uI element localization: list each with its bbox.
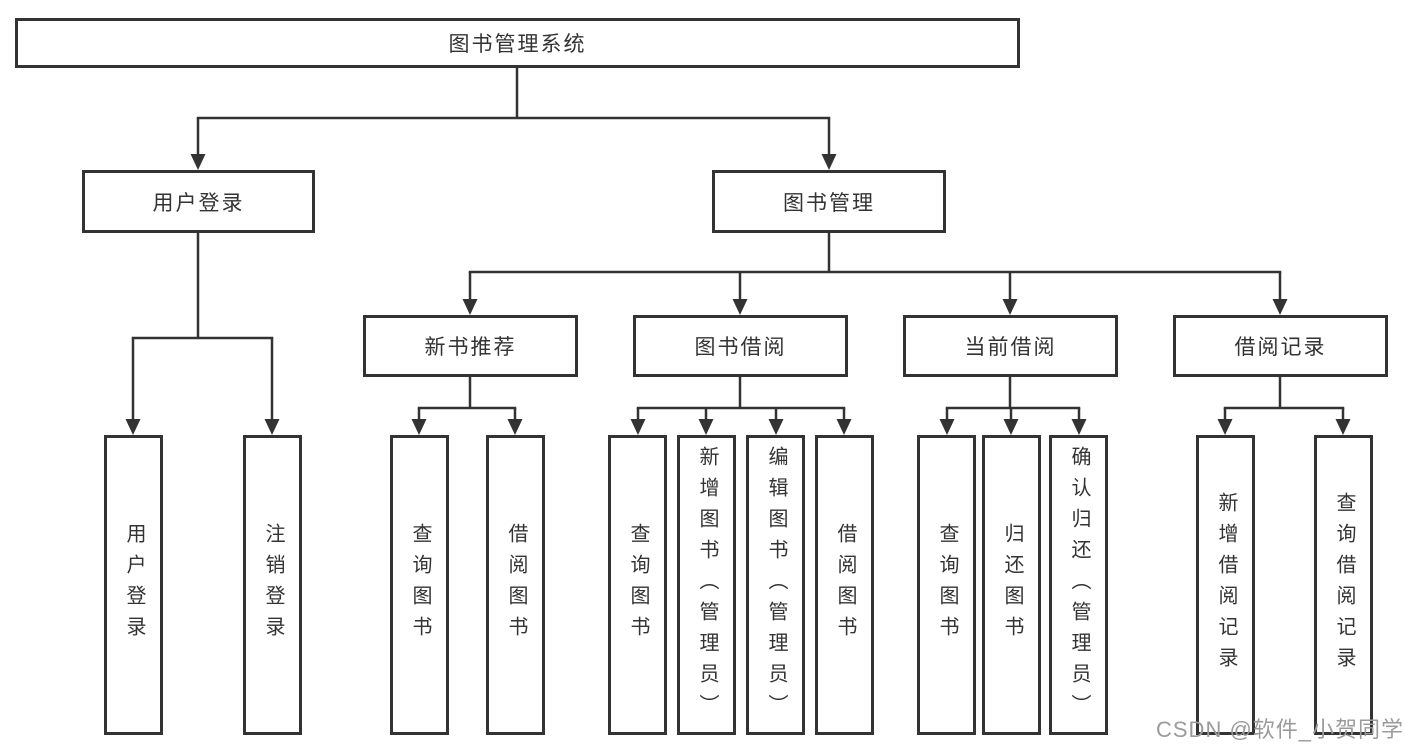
arrowhead [1335, 419, 1351, 435]
node-current-borrow: 当前借阅 [903, 315, 1118, 377]
node-borrow-records: 借阅记录 [1173, 315, 1388, 377]
node-book-management: 图书管理 [712, 170, 946, 233]
leaf-borrow-books-recommend: 借阅图书 [486, 435, 545, 735]
arrowhead [462, 299, 478, 315]
leaf-logout: 注销登录 [243, 435, 302, 735]
leaf-query-books-borrow: 查询图书 [608, 435, 667, 735]
arrowhead [821, 154, 837, 170]
arrowhead [1071, 419, 1087, 435]
leaf-add-borrow-record: 新增借阅记录 [1196, 435, 1255, 735]
watermark: CSDN @软件_小贺同学 [1156, 717, 1405, 742]
leaf-confirm-return-admin: 确认归还（管理员） [1049, 435, 1108, 735]
leaf-borrow-books: 借阅图书 [815, 435, 874, 735]
leaf-query-books-recommend: 查询图书 [390, 435, 449, 735]
arrowhead [768, 419, 784, 435]
arrowhead [1217, 419, 1233, 435]
node-book-borrow: 图书借阅 [633, 315, 848, 377]
leaf-user-login: 用户登录 [104, 435, 163, 735]
node-new-book-recommend: 新书推荐 [363, 315, 578, 377]
node-user-login: 用户登录 [82, 170, 315, 233]
leaf-add-books-admin: 新增图书（管理员） [677, 435, 736, 735]
leaf-query-books-current: 查询图书 [917, 435, 976, 735]
arrowhead [190, 154, 206, 170]
node-root: 图书管理系统 [15, 18, 1020, 68]
arrowhead [264, 419, 280, 435]
arrowhead [1002, 299, 1018, 315]
arrowhead [507, 419, 523, 435]
arrowhead [630, 419, 646, 435]
leaf-return-books: 归还图书 [982, 435, 1041, 735]
arrowhead [939, 419, 955, 435]
arrowhead [125, 419, 141, 435]
arrowhead [732, 299, 748, 315]
arrowhead [1003, 419, 1019, 435]
leaf-edit-books-admin: 编辑图书（管理员） [746, 435, 805, 735]
arrowhead [836, 419, 852, 435]
arrowhead [411, 419, 427, 435]
leaf-query-borrow-record: 查询借阅记录 [1314, 435, 1373, 735]
arrowhead [1272, 299, 1288, 315]
arrowhead [698, 419, 714, 435]
